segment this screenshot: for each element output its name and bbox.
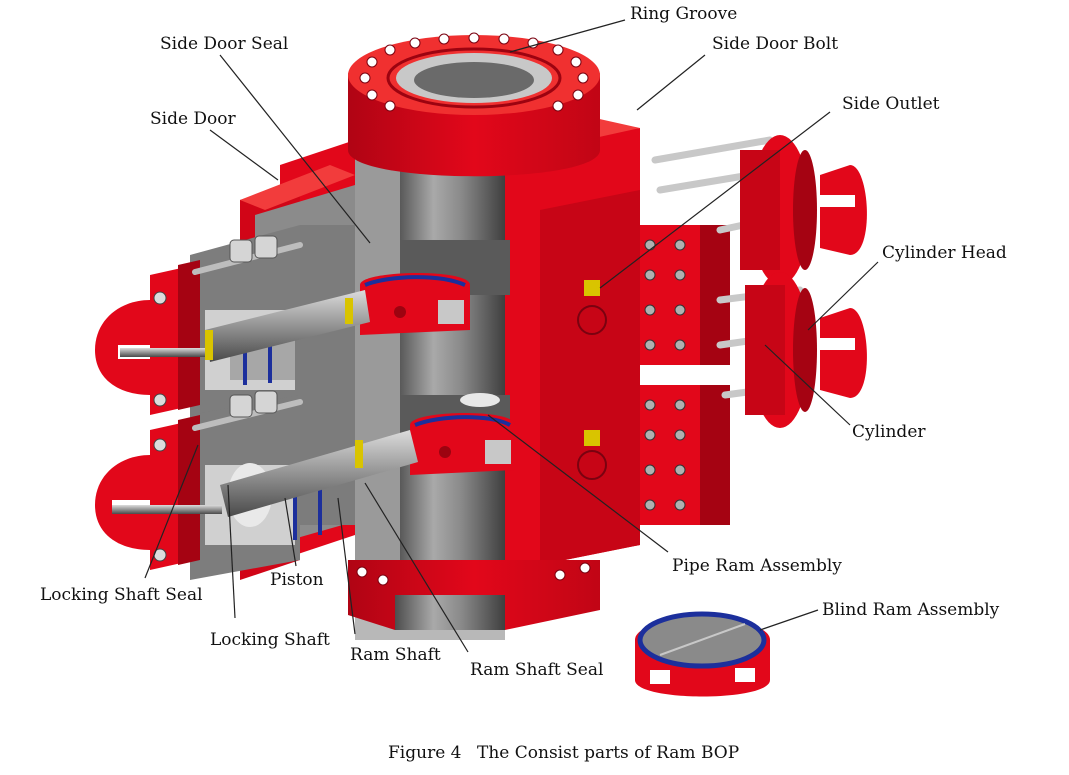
left-side-door-plates bbox=[150, 260, 200, 570]
label-cylinder: Cylinder bbox=[852, 422, 926, 442]
top-flange bbox=[348, 32, 600, 177]
label-locking-shaft-seal: Locking Shaft Seal bbox=[40, 585, 203, 605]
label-pipe-ram-assembly: Pipe Ram Assembly bbox=[672, 556, 842, 576]
leader-cylinder-head bbox=[807, 261, 879, 331]
left-bolt-caps bbox=[229, 235, 278, 418]
leader-locking-shaft bbox=[227, 484, 236, 619]
leader-side-door-seal bbox=[219, 54, 371, 244]
leader-ram-shaft bbox=[337, 497, 356, 635]
leader-side-door bbox=[209, 129, 279, 181]
label-side-door-seal: Side Door Seal bbox=[160, 34, 288, 54]
leader-piston bbox=[284, 497, 297, 567]
label-ram-shaft-seal: Ram Shaft Seal bbox=[470, 660, 603, 680]
left-cylinder-heads bbox=[95, 300, 150, 550]
leader-side-outlet bbox=[599, 111, 831, 289]
bop-illustration bbox=[95, 32, 867, 697]
leader-blind-ram-assembly bbox=[759, 609, 819, 631]
bottom-flange bbox=[348, 560, 600, 630]
label-blind-ram-assembly: Blind Ram Assembly bbox=[822, 600, 1000, 620]
caption-figure-number: Figure 4 bbox=[388, 743, 461, 763]
label-ring-groove: Ring Groove bbox=[630, 4, 737, 24]
label-cylinder-head: Cylinder Head bbox=[882, 243, 1007, 263]
label-locking-shaft: Locking Shaft bbox=[210, 630, 330, 650]
label-side-door-bolt: Side Door Bolt bbox=[712, 34, 838, 54]
right-bonnets bbox=[640, 225, 730, 525]
label-side-door: Side Door bbox=[150, 109, 237, 129]
lower-pipe-ram bbox=[410, 412, 515, 475]
caption-text: The Consist parts of Ram BOP bbox=[477, 743, 739, 763]
side-outlets bbox=[577, 280, 607, 480]
leader-side-door-bolt bbox=[636, 54, 706, 111]
label-ram-shaft: Ram Shaft bbox=[350, 645, 441, 665]
callout-labels: Ring Groove Side Door Seal Side Door Bol… bbox=[40, 4, 1007, 680]
label-side-outlet: Side Outlet bbox=[842, 94, 940, 114]
vertical-bore bbox=[355, 90, 505, 640]
leader-ram-shaft-seal bbox=[364, 482, 469, 653]
leader-ring-groove bbox=[509, 19, 626, 53]
bop-body-right bbox=[505, 118, 640, 565]
label-piston: Piston bbox=[270, 570, 324, 590]
leader-locking-shaft-seal bbox=[144, 444, 199, 579]
leader-lines bbox=[144, 19, 879, 653]
upper-pipe-ram bbox=[360, 272, 470, 335]
blind-ram-assembly-part bbox=[635, 611, 770, 697]
shafts bbox=[112, 290, 418, 517]
figure-caption: Figure 4 The Consist parts of Ram BOP bbox=[388, 743, 739, 763]
right-cylinders bbox=[740, 135, 867, 428]
leader-pipe-ram-assembly bbox=[487, 414, 669, 553]
leader-cylinder bbox=[764, 344, 851, 426]
